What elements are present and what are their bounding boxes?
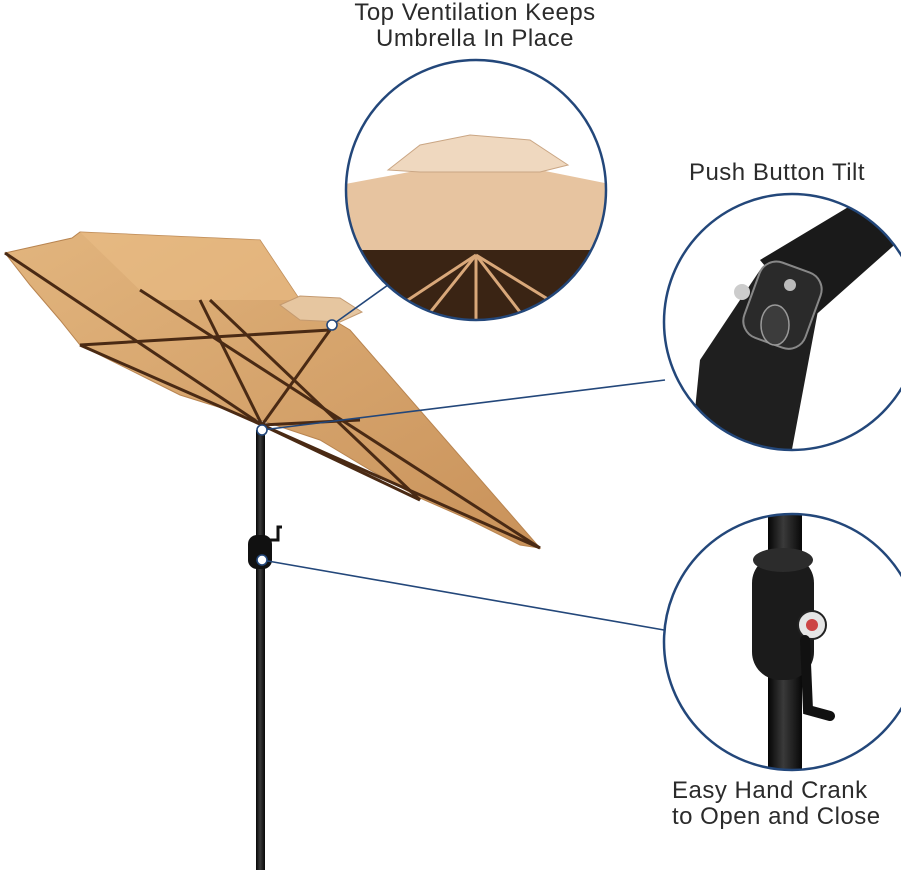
crank-label-line2: to Open and Close xyxy=(672,803,881,830)
crank-callout-line xyxy=(261,559,665,631)
tilt-label-line1: Push Button Tilt xyxy=(688,159,866,186)
ventilation-label-line2: Umbrella In Place xyxy=(376,25,574,52)
vent-detail-icon xyxy=(346,60,606,320)
crank-callout-dot xyxy=(256,554,268,566)
tilt-label: Push Button Tilt xyxy=(672,160,882,186)
tilt-callout-dot xyxy=(256,424,268,436)
crank-handle xyxy=(268,525,282,542)
umbrella-pole xyxy=(256,430,265,870)
ventilation-label: Top Ventilation Keeps Umbrella In Place xyxy=(330,0,620,52)
crank-label: Easy Hand Crank to Open and Close xyxy=(672,778,901,830)
tilt-callout-line xyxy=(261,379,666,431)
crank-label-line1: Easy Hand Crank xyxy=(672,778,868,804)
tilt-joint-icon xyxy=(664,194,901,450)
crank-detail-icon xyxy=(664,514,901,770)
vent-cap xyxy=(279,295,364,323)
vent-callout-line xyxy=(331,279,396,326)
vent-callout-dot xyxy=(326,319,338,331)
ventilation-label-line1: Top Ventilation Keeps xyxy=(354,0,596,26)
umbrella-canopy xyxy=(4,231,542,550)
